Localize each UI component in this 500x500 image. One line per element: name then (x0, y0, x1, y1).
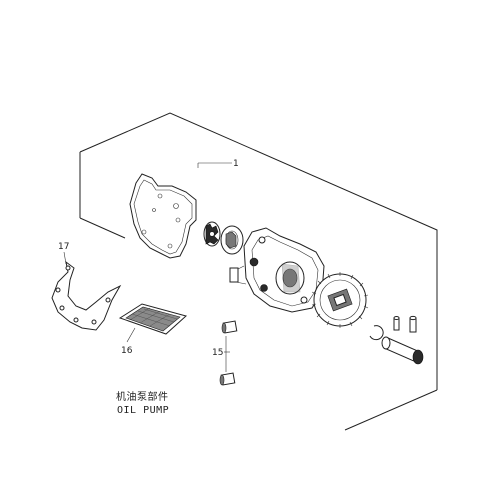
drive-pin-large (409, 315, 417, 333)
callout-16-leader (126, 327, 136, 343)
callout-17-label: 17 (58, 242, 69, 252)
assembly-boundary-box (79, 112, 438, 431)
outer-rotor (220, 225, 244, 255)
circlip (369, 325, 384, 341)
callout-16-label: 16 (121, 346, 133, 356)
callout-1-label: 1 (233, 159, 239, 169)
drive-pin-small (393, 316, 400, 331)
pump-shaft (381, 336, 424, 365)
inner-rotor (203, 221, 221, 247)
diagram-title-english: OIL PUMP (117, 405, 169, 416)
callout-1-leader (197, 162, 232, 168)
filter-screen (118, 303, 188, 335)
callout-15-label: 15 (212, 348, 223, 358)
callout-17-leader (63, 251, 67, 265)
callout-15-leader (224, 336, 230, 372)
pump-cover-plate (129, 173, 197, 259)
pump-body (229, 227, 325, 313)
diagram-title-chinese: 机油泵部件 (116, 390, 169, 403)
drive-gear (311, 272, 369, 328)
dowel-pin-upper (221, 320, 238, 334)
seal-gasket (51, 260, 122, 331)
dowel-pin-lower (219, 372, 236, 386)
